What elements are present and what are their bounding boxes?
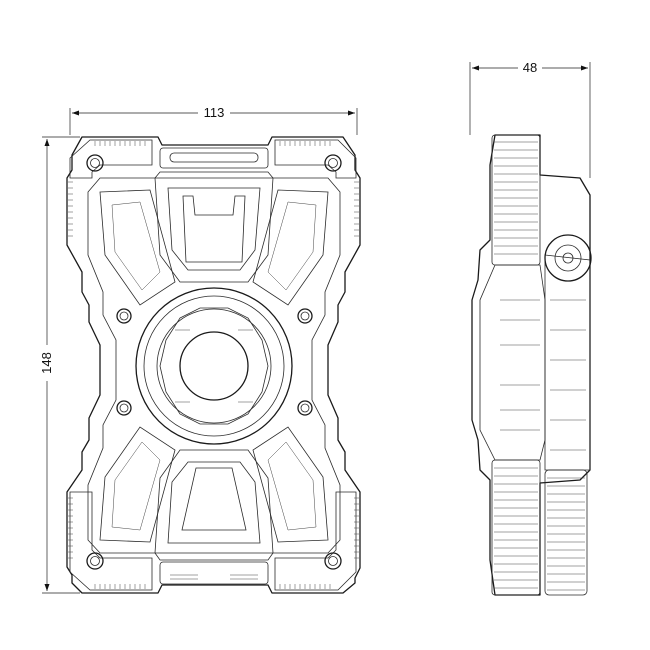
depth-dimension-label: 48 bbox=[523, 60, 537, 75]
screw-mid-left-lower bbox=[116, 400, 132, 416]
side-view bbox=[471, 134, 592, 596]
screw-top-left bbox=[86, 154, 104, 172]
screw-bottom-left bbox=[86, 552, 104, 570]
height-dimension-label: 148 bbox=[39, 352, 54, 374]
screw-top-right bbox=[324, 154, 342, 172]
front-view bbox=[66, 136, 361, 594]
dimension-height: 148 bbox=[38, 136, 80, 594]
dimension-width: 113 bbox=[69, 104, 358, 135]
screw-mid-right-upper bbox=[297, 308, 313, 324]
screw-mid-left-upper bbox=[116, 308, 132, 324]
hinge-knob bbox=[544, 234, 592, 282]
screw-mid-right-lower bbox=[297, 400, 313, 416]
screw-bottom-right bbox=[324, 552, 342, 570]
width-dimension-label: 113 bbox=[204, 105, 225, 120]
dimension-depth: 48 bbox=[469, 59, 591, 178]
